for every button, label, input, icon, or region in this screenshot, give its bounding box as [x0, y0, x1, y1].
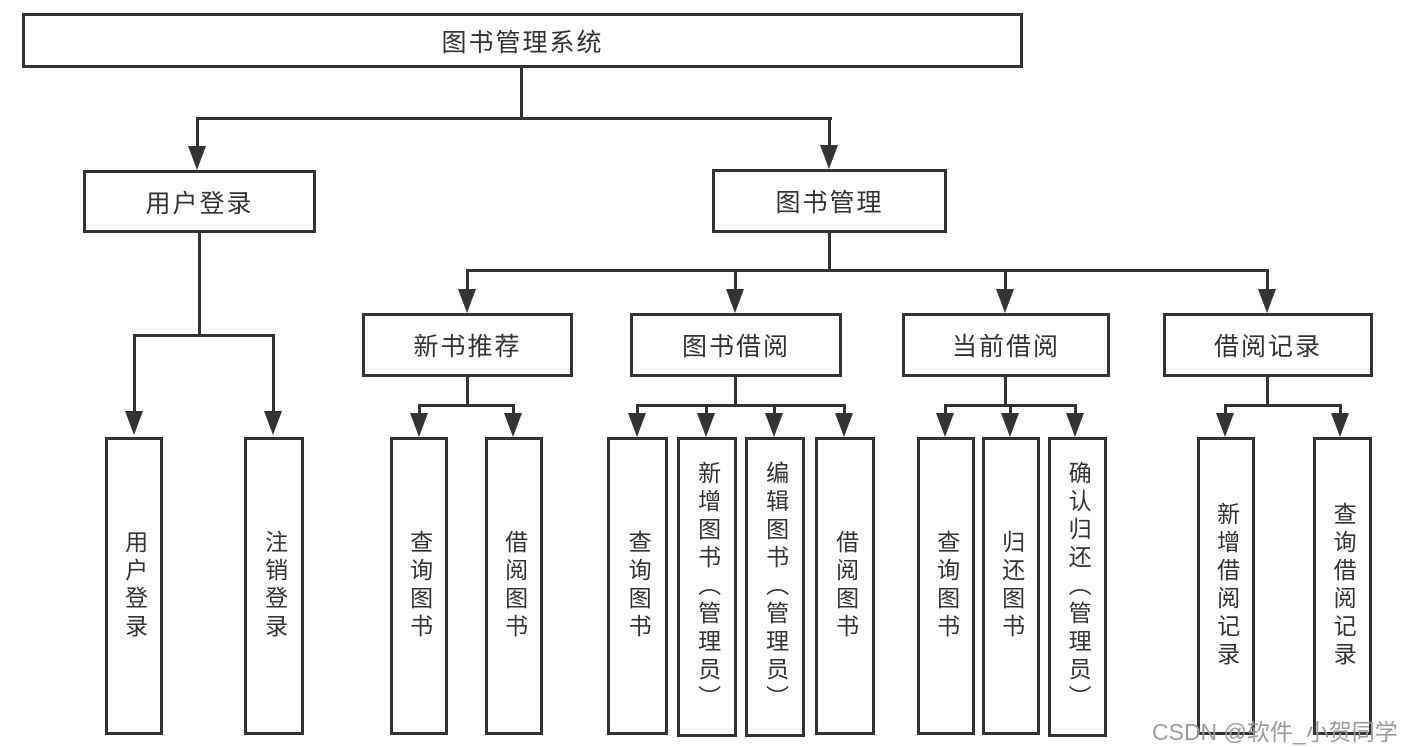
leaf-edit-book-admin-label: 编辑图书（管理员）: [762, 461, 789, 713]
node-new-book-recommend-label: 新书推荐: [413, 333, 522, 361]
connector-current-borrow-stem: [1004, 377, 1007, 406]
connector-drop-user-login: [196, 117, 199, 147]
connector-new-book-rec-stem: [466, 377, 469, 406]
connector-root-stem: [520, 68, 523, 118]
leaf-borrow-book-recommend: 借阅图书: [485, 437, 543, 735]
arrow-down-icon: [996, 289, 1014, 313]
leaf-add-borrow-record: 新增借阅记录: [1197, 437, 1255, 735]
connector-root-branch: [196, 117, 832, 120]
arrow-down-icon: [458, 289, 476, 313]
arrow-down-icon: [264, 411, 282, 435]
node-root-label: 图书管理系统: [441, 28, 604, 57]
arrow-down-icon: [1001, 413, 1019, 437]
node-book-borrow: 图书借阅: [630, 313, 842, 377]
leaf-return-book-label: 归还图书: [998, 530, 1025, 642]
arrow-down-icon: [628, 413, 646, 437]
node-user-login-label: 用户登录: [145, 189, 254, 218]
node-borrow-records-label: 借阅记录: [1213, 333, 1322, 361]
connector-drop: [1074, 404, 1077, 415]
leaf-add-borrow-record-label: 新增借阅记录: [1213, 502, 1240, 670]
connector-user-login-branch: [133, 334, 275, 337]
leaf-user-login-label: 用户登录: [121, 530, 148, 642]
leaf-logout-label: 注销登录: [261, 530, 288, 642]
arrow-down-icon: [936, 413, 954, 437]
arrow-down-icon: [697, 413, 715, 437]
node-current-borrow-label: 当前借阅: [951, 333, 1060, 361]
connector-borrow-records-stem: [1266, 377, 1269, 406]
arrow-down-icon: [410, 413, 428, 437]
leaf-query-book-current-label: 查询图书: [933, 530, 960, 642]
leaf-logout: 注销登录: [244, 437, 304, 735]
connector-drop: [705, 404, 708, 415]
arrow-down-icon: [1258, 289, 1276, 313]
leaf-borrow-book-borrow: 借阅图书: [815, 437, 875, 735]
leaf-query-book-borrow-label: 查询图书: [625, 530, 652, 642]
connector-drop-borrow-records: [1266, 269, 1269, 291]
connector-drop: [1224, 404, 1227, 415]
arrow-down-icon: [820, 145, 838, 169]
connector-book-mgmt-branch: [466, 269, 1269, 272]
connector-drop-book-mgmt: [828, 117, 831, 147]
csdn-watermark: CSDN @软件_小贺同学: [1152, 719, 1398, 745]
leaf-query-book-recommend-label: 查询图书: [406, 530, 433, 642]
connector-new-book-rec-branch: [418, 404, 515, 407]
arrow-down-icon: [765, 413, 783, 437]
leaf-confirm-return-admin: 确认归还（管理员）: [1048, 437, 1107, 737]
leaf-borrow-book-borrow-label: 借阅图书: [832, 530, 859, 642]
leaf-user-login: 用户登录: [105, 437, 163, 735]
arrow-down-icon: [1216, 413, 1234, 437]
leaf-query-borrow-record: 查询借阅记录: [1313, 437, 1372, 735]
node-book-management: 图书管理: [712, 169, 947, 233]
connector-drop: [773, 404, 776, 415]
connector-drop-new-book-rec: [466, 269, 469, 291]
leaf-add-book-admin: 新增图书（管理员）: [677, 437, 737, 737]
arrow-down-icon: [504, 413, 522, 437]
connector-book-borrow-stem: [734, 377, 737, 406]
connector-drop-leaf-logout: [272, 334, 275, 413]
connector-drop-book-borrow: [734, 269, 737, 291]
node-book-borrow-label: 图书借阅: [681, 333, 790, 361]
node-root: 图书管理系统: [22, 13, 1023, 68]
connector-book-mgmt-stem: [828, 233, 831, 272]
leaf-add-book-admin-label: 新增图书（管理员）: [694, 461, 721, 713]
connector-drop-current-borrow: [1004, 269, 1007, 291]
connector-drop-leaf-user-login: [133, 334, 136, 413]
node-book-management-label: 图书管理: [775, 189, 884, 217]
connector-borrow-records-branch: [1224, 404, 1342, 407]
connector-book-borrow-branch: [636, 404, 846, 407]
node-user-login: 用户登录: [83, 170, 316, 233]
leaf-confirm-return-admin-label: 确认归还（管理员）: [1065, 461, 1092, 713]
leaf-query-borrow-record-label: 查询借阅记录: [1330, 502, 1357, 670]
leaf-query-book-recommend: 查询图书: [390, 437, 448, 735]
connector-drop: [1339, 404, 1342, 415]
connector-drop: [944, 404, 947, 415]
arrow-down-icon: [1331, 413, 1349, 437]
connector-drop: [636, 404, 639, 415]
arrow-down-icon: [835, 413, 853, 437]
connector-drop: [843, 404, 846, 415]
connector-drop: [418, 404, 421, 415]
leaf-return-book: 归还图书: [982, 437, 1040, 735]
arrow-down-icon: [1066, 413, 1084, 437]
arrow-down-icon: [726, 289, 744, 313]
node-new-book-recommend: 新书推荐: [362, 313, 573, 377]
leaf-edit-book-admin: 编辑图书（管理员）: [745, 437, 805, 737]
connector-user-login-stem: [198, 233, 201, 336]
leaf-query-book-current: 查询图书: [917, 437, 975, 735]
arrow-down-icon: [188, 146, 206, 170]
connector-drop: [1009, 404, 1012, 415]
arrow-down-icon: [125, 411, 143, 435]
leaf-query-book-borrow: 查询图书: [607, 437, 668, 735]
node-current-borrow: 当前借阅: [902, 313, 1110, 377]
node-borrow-records: 借阅记录: [1163, 313, 1373, 377]
leaf-borrow-book-recommend-label: 借阅图书: [501, 530, 528, 642]
connector-drop: [512, 404, 515, 415]
